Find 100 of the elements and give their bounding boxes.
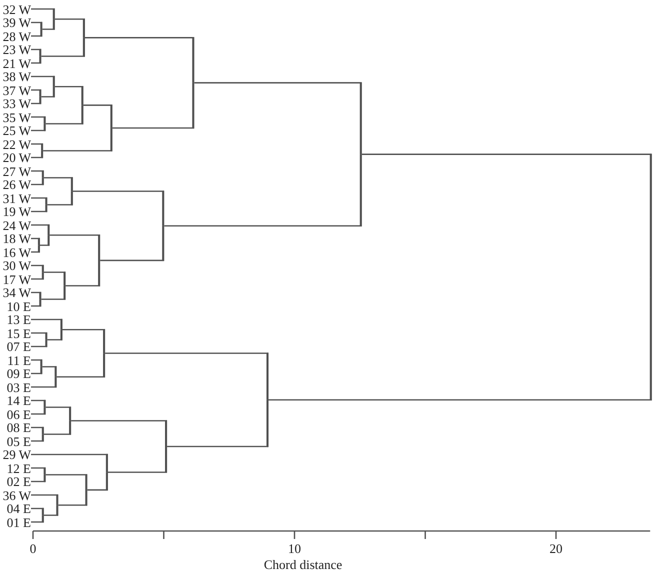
branch-line [41,38,84,57]
branch-line [56,353,104,378]
leaf-label: 08 E [6,420,31,435]
branch-line [31,474,45,482]
axis-title: Chord distance [264,557,342,572]
junction-line [98,234,100,286]
branch-line [31,224,49,236]
junction-line [192,37,194,129]
branch-line [31,29,42,37]
junction-line [40,359,42,374]
branch-line [31,22,42,30]
junction-line [104,328,106,378]
junction-line [111,104,112,152]
junction-line [40,292,42,307]
branch-line [31,434,44,442]
leaf-label: 19 W [2,204,31,219]
tick-label: 0 [30,541,36,556]
branch-line [46,474,87,490]
junction-line [82,86,84,124]
junction-line [70,406,72,435]
leaf-label: 35 W [2,110,31,124]
branch-line [31,124,45,132]
branch-line [44,272,65,286]
branch-line [31,143,42,151]
junction-line [53,8,55,30]
junction-line [162,190,164,262]
junction-line [64,272,66,300]
junction-line [46,197,48,212]
junction-line [44,400,46,415]
branch-line [31,318,62,330]
branch-line [31,170,44,178]
branch-line [42,19,54,30]
branch-line [66,260,100,286]
leaf-label: 06 E [6,406,31,422]
leaf-label: 22 W [2,136,31,152]
branch-line [31,400,45,408]
junction-line [40,48,42,64]
branch-line [31,426,44,434]
branch-line [31,494,58,506]
branch-line [112,82,194,129]
leaf-label: 18 W [2,231,31,246]
branch-line [362,154,652,278]
leaf-label: 28 W [2,28,31,44]
branch-line [44,420,70,435]
leaf-label: 10 E [6,298,31,314]
junction-line [86,474,88,506]
junction-line [42,426,44,442]
branch-line [268,277,652,401]
branch-line [31,238,40,246]
junction-line [42,264,44,280]
leaf-label: 31 W [2,190,31,206]
junction-line [55,366,57,388]
branch-line [31,56,41,64]
leaf-label: 20 W [2,150,31,165]
branch-line [62,328,104,354]
branch-line [31,292,41,300]
branch-line [31,150,42,158]
leaf-label: 09 E [6,366,31,381]
branch-line [42,366,56,377]
leaf-label: 04 E [6,501,31,516]
branch-line [31,359,42,367]
branch-line [105,352,268,400]
junction-line [42,143,44,158]
branch-line [43,128,112,152]
leaf-label: 14 E [6,393,31,408]
branch-line [31,8,54,20]
leaf-label: 23 W [2,42,31,57]
branch-line [87,472,108,491]
branch-line [31,340,47,348]
branch-line [84,37,194,83]
leaf-label: 24 W [2,218,31,232]
leaf-label: 05 E [6,434,31,448]
junction-line [48,224,50,246]
junction-line [650,154,652,401]
branch-line [31,376,56,388]
junction-line [56,494,58,516]
branch-line [100,226,164,262]
branch-line [31,264,44,272]
branch-line [164,154,362,226]
junction-line [84,18,85,57]
branch-line [50,234,100,260]
junction-line [40,89,42,104]
junction-line [44,467,46,482]
branch-line [31,245,40,253]
branch-line [72,190,164,226]
branch-line [31,76,54,87]
leaf-label: 37 W [2,82,31,98]
leaf-label: 02 E [6,474,31,489]
branch-line [31,366,42,374]
junction-line [360,82,362,226]
branch-line [71,420,166,446]
leaf-label: 11 E [7,352,31,368]
tick-label: 20 [550,541,562,556]
junction-line [42,170,44,186]
junction-line [106,454,108,491]
junction-line [267,352,269,448]
leaf-label: 25 W [2,123,31,138]
branch-line [58,490,87,506]
leaf-label: 07 E [6,339,31,354]
branch-line [47,191,72,206]
